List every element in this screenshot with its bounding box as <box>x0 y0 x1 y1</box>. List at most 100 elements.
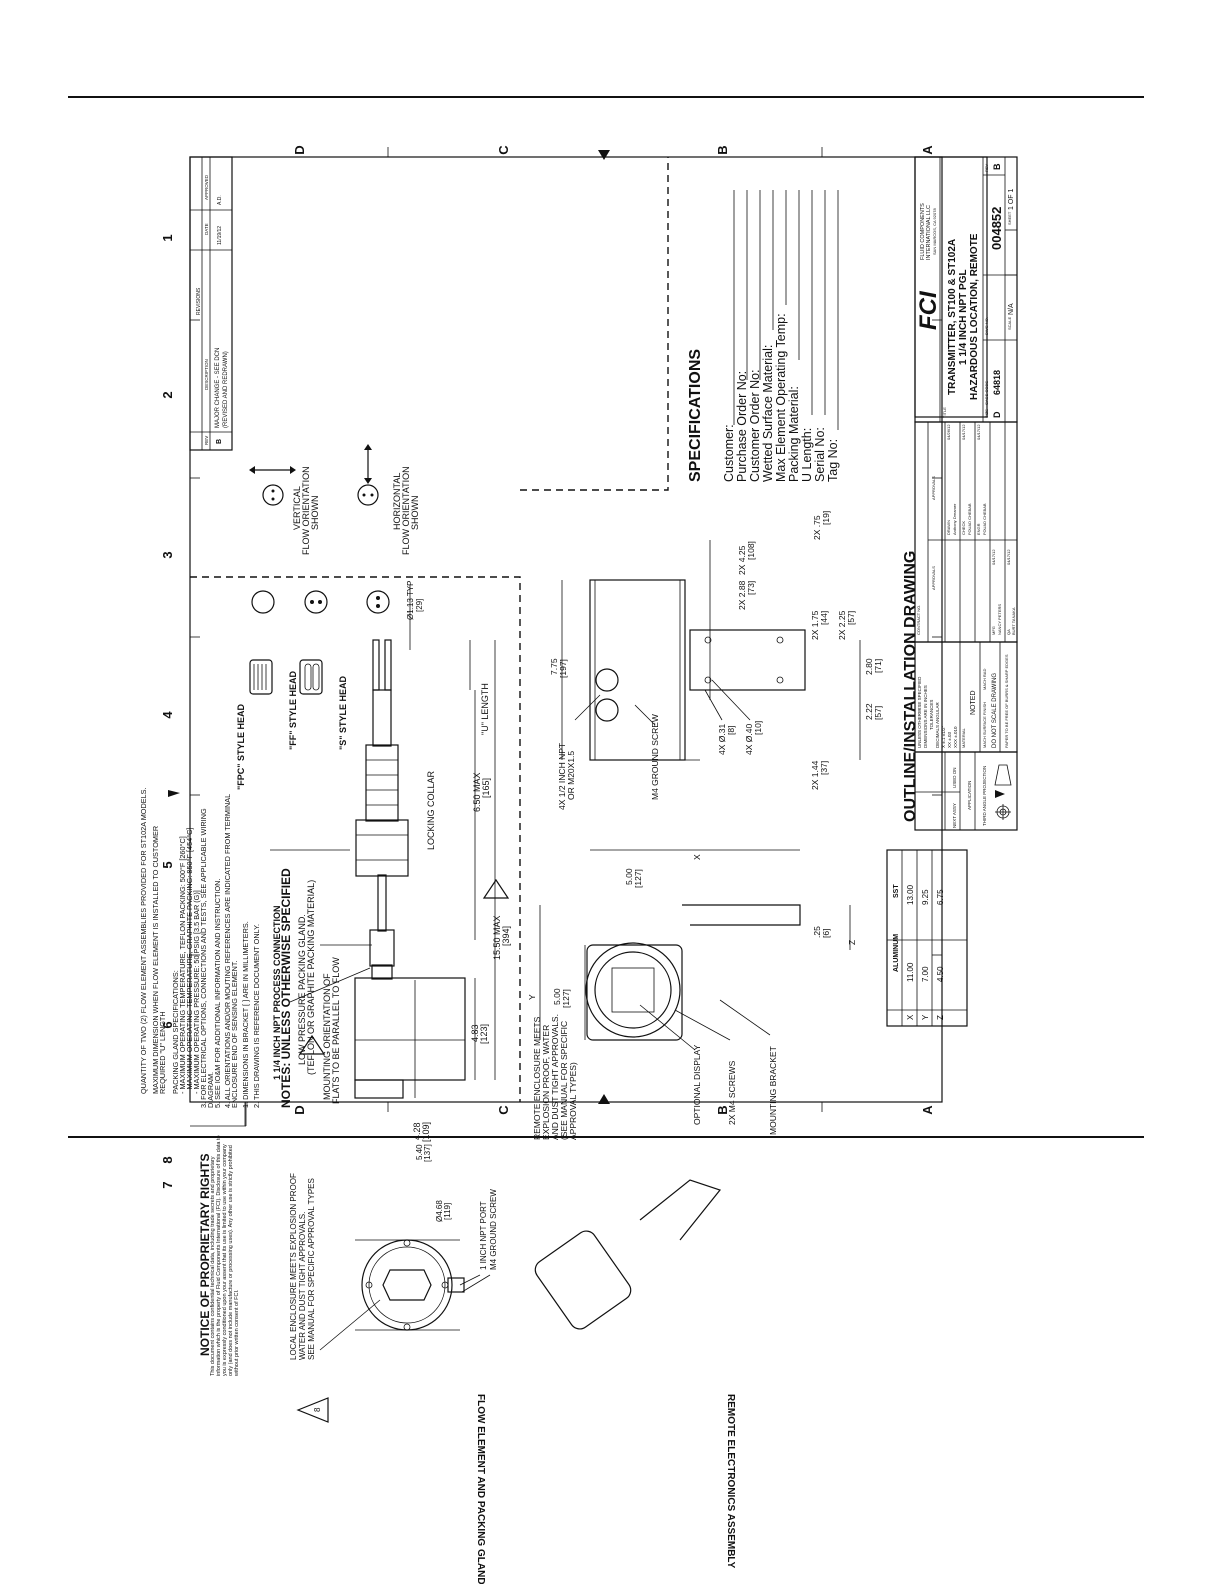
rev-header: APPROVED <box>204 174 209 200</box>
spec-field-wetted: Wetted Surface Material: <box>761 345 775 482</box>
dim-z: Z <box>847 940 857 945</box>
projection-cone-icon <box>994 764 1012 786</box>
approvals-label: APPROVALS <box>931 476 936 500</box>
table-cell: 6.75 <box>936 889 945 905</box>
svg-text:you is expressly conditioned u: you is expressly conditioned upon your a… <box>222 1144 228 1376</box>
revisions-title: REVISIONS <box>196 287 202 315</box>
zone-col-6: 6 <box>160 1021 175 1028</box>
rev-value: B <box>216 439 223 444</box>
rev-label: REV <box>984 163 989 172</box>
proprietary-line: This document contains confidential tech… <box>210 1156 216 1376</box>
table-header-aluminum: ALUMINUM <box>893 934 900 972</box>
table-cell: Y <box>921 1014 930 1020</box>
proprietary-line: without prior written consent of FCI. <box>234 1289 240 1377</box>
horizontal-flow-label: HORIZONTAL <box>392 473 402 530</box>
rev-header: DATE <box>204 223 209 235</box>
do-not-scale-label: DO NOT SCALE DRAWING <box>992 673 998 748</box>
dim-425: 2X 4.25 <box>737 545 747 575</box>
title-line: TRANSMITTER, ST100 & ST102A <box>947 239 958 395</box>
dim-288: 2X 2.88 <box>737 580 747 610</box>
dwg-label: DWG NO. <box>984 317 989 335</box>
zone-row-a-top: A <box>920 145 935 155</box>
remote-dim-lines <box>539 540 861 1051</box>
mount-orientation-label: FLATS TO BE PARALLEL TO FLOW <box>331 957 341 1104</box>
vertical-flow-label: VERTICAL <box>292 486 302 530</box>
dimension-table: ALUMINUM SST X 11.00 13.00 Y 7.00 9.25 Z… <box>886 849 968 1027</box>
zone-col-7: 7 <box>160 1181 175 1188</box>
proprietary-title: NOTICE OF PROPRIETARY RIGHTS <box>198 1154 212 1356</box>
remote-enclosure-views <box>534 579 806 1330</box>
tolerance-line: DIMENSIONS ARE IN INCHES <box>923 685 928 748</box>
hole-031: 4X Ø.31 <box>717 724 727 755</box>
engr-label: ENGR <box>976 523 981 535</box>
date-value: 04/17/12 <box>976 424 981 440</box>
revision-block: REVISIONS REV DESCRIPTION DATE APPROVED … <box>189 156 233 451</box>
approvals-label: APPROVALS <box>931 566 936 590</box>
rev-header: DESCRIPTION <box>204 359 209 390</box>
dim-500a-mm: [127] <box>561 989 571 1008</box>
dim-468-mm: [119] <box>443 1203 452 1220</box>
dim-288-mm: [73] <box>746 581 756 595</box>
date-value: 04/26/12 <box>946 424 951 440</box>
spec-field-customer: Customer: <box>722 424 736 482</box>
projection-label: THIRD ANGLE PROJECTION <box>982 766 987 826</box>
fci-logo: FCI <box>915 290 942 330</box>
remote-section-label: REMOTE ELECTRONICS ASSEMBLY <box>725 1394 736 1569</box>
remote-enclosure-note: AND DUST TIGHT APPROVALS. <box>550 1014 560 1140</box>
proprietary-notice: NOTICE OF PROPRIETARY RIGHTS <box>198 1102 246 1356</box>
note-item: DIAGRAM. <box>206 1072 215 1108</box>
zone-col-5: 5 <box>160 861 175 868</box>
note-item: REQUIRED "U" LENGTH <box>158 1011 167 1094</box>
note-item: - MAXIMUM OPERATING TEMPERATURE, TEFLON … <box>178 836 187 1094</box>
dim-280: 2.80 <box>864 658 874 675</box>
zone-col-1: 1 <box>160 234 175 241</box>
zone-row-b-bottom: B <box>715 1105 730 1114</box>
table-cell: 13.00 <box>906 884 915 905</box>
dim-025-mm: [6] <box>821 929 831 938</box>
dim-775: 7.75 <box>549 658 559 675</box>
fpc-head-label: "FPC" STYLE HEAD <box>236 703 246 790</box>
zone-row-d-top: D <box>292 145 307 154</box>
mach-rad-label: MACH RAD <box>982 669 987 690</box>
svg-text:This document contains confide: This document contains confidential tech… <box>210 1156 216 1376</box>
remote-enclosure-note: EXPLOSION PROOF, WATER <box>541 1025 551 1140</box>
dim-222: 2.22 <box>864 703 874 720</box>
zone-col-8: 8 <box>160 1156 175 1163</box>
npt-port-label: 1 INCH NPT PORT <box>479 1201 488 1270</box>
title-line: HAZARDOUS LOCATION, REMOTE <box>969 233 980 400</box>
zone-arrows <box>168 150 1005 1104</box>
scale-value: N/A <box>1008 303 1015 315</box>
notes-title: NOTES: UNLESS OTHERWISE SPECIFIED <box>279 868 293 1108</box>
dim-075-mm: [19] <box>821 511 831 525</box>
tolerance-line: TOLERANCES <box>929 700 934 730</box>
tolerance-line: XXX ±.010 <box>953 726 958 748</box>
dim-025: .25 <box>812 926 822 938</box>
dwg-number: 004852 <box>989 207 1004 250</box>
dim-650-mm: [165] <box>481 778 491 798</box>
hole-040-mm: [10] <box>753 721 763 735</box>
zone-row-c-bottom: C <box>496 1105 511 1115</box>
ground-screw-2-label: M4 GROUND SCREW <box>650 714 660 800</box>
flag-8-triangle <box>296 1397 329 1423</box>
zone-col-3: 3 <box>160 551 175 558</box>
dim-075: 2X .75 <box>812 515 822 540</box>
spec-field-packing: Packing Material: <box>787 386 801 482</box>
s-head-label: "S" STYLE HEAD <box>338 675 348 750</box>
note-item: PACKING GLAND SPECIFICATIONS: <box>171 970 180 1094</box>
company-name: FLUID COMPONENTS <box>920 203 926 260</box>
spec-field-customer-order: Customer Order No: <box>748 369 762 482</box>
title-label: TITLE <box>942 407 947 418</box>
rev-header: REV <box>204 436 209 445</box>
contract-label: CONTRACT NO. <box>916 605 921 635</box>
size-label: SIZE <box>984 409 989 418</box>
proprietary-line: you is expressly conditioned upon your a… <box>222 1144 228 1376</box>
dim-500b: 5.00 <box>624 868 634 885</box>
mounting-bracket-label: MOUNTING BRACKET <box>768 1046 778 1135</box>
ground-screw-label: M4 GROUND SCREW <box>489 1189 498 1270</box>
rev-value: B <box>992 163 1002 170</box>
rev-description: (REVISED AND REDRAWN) <box>223 351 229 428</box>
hole-040: 4X Ø.40 <box>744 724 754 755</box>
table-cell: 9.25 <box>921 889 930 905</box>
note-item: MAXIMUM DIMENSION WHEN FLOW ELEMENT IS I… <box>151 826 160 1094</box>
